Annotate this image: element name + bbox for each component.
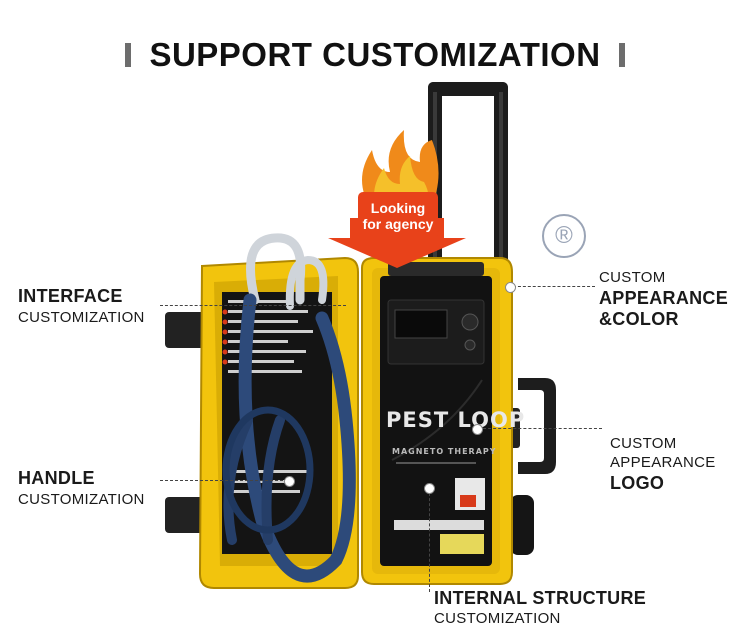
appearance-color-custom: CUSTOM [599, 269, 666, 286]
agency-line-1: Looking [370, 200, 426, 216]
leader-interface [160, 305, 346, 306]
appearance-logo-title: LOGO [610, 473, 665, 493]
label-handle: HANDLE CUSTOMIZATION [18, 468, 145, 508]
side-handle [518, 378, 556, 474]
internal-title: INTERNAL STRUCTURE [434, 588, 647, 608]
wheel [510, 495, 534, 555]
page-title: SUPPORT CUSTOMIZATION [149, 36, 601, 73]
interface-subtitle: CUSTOMIZATION [18, 308, 145, 326]
label-appearance-logo: CUSTOM APPEARANCE LOGO [610, 435, 716, 494]
label-appearance-color: CUSTOM APPEARANCE &COLOR [599, 269, 729, 330]
agency-line-2: for agency [362, 216, 434, 233]
label-internal: INTERNAL STRUCTURE CUSTOMIZATION [434, 588, 647, 627]
marker-internal [424, 483, 435, 494]
leader-handle [160, 480, 288, 481]
title-bar-right [619, 43, 626, 67]
internal-subtitle: CUSTOMIZATION [434, 609, 561, 627]
appearance-logo-appearance: APPEARANCE [610, 453, 716, 471]
appearance-color-subtitle: &COLOR [599, 309, 679, 330]
handle-title: HANDLE [18, 468, 95, 488]
leader-internal [429, 488, 430, 592]
agency-badge: Looking for agency [362, 200, 434, 232]
header: SUPPORT CUSTOMIZATION [0, 36, 750, 74]
leader-appearance-color [513, 286, 595, 287]
registered-mark-icon: ® [542, 214, 586, 258]
title-bar-left [124, 43, 131, 67]
marker-appearance-logo [472, 424, 483, 435]
right-body [361, 257, 513, 585]
handle-subtitle: CUSTOMIZATION [18, 490, 145, 508]
appearance-color-title: APPEARANCE [599, 287, 729, 308]
appearance-logo-custom: CUSTOM [610, 435, 677, 452]
interface-title: INTERFACE [18, 286, 123, 306]
marker-handle [284, 476, 295, 487]
label-interface: INTERFACE CUSTOMIZATION [18, 286, 145, 326]
marker-appearance-color [505, 282, 516, 293]
brand-subtitle: MAGNETO THERAPY [392, 447, 497, 456]
flame-badge [328, 130, 466, 268]
leader-appearance-logo [478, 428, 602, 429]
